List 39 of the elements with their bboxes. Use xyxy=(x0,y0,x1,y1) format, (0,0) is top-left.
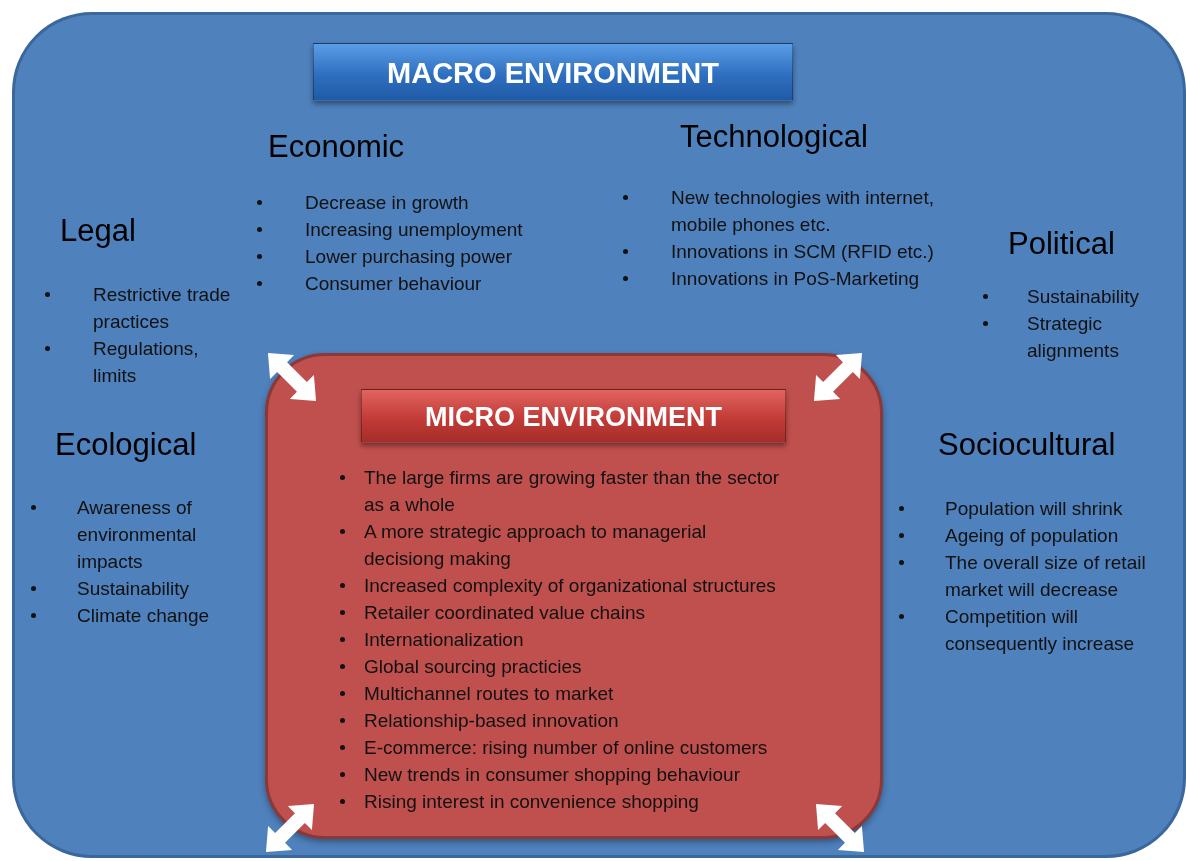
bullet-item: Population will shrink xyxy=(945,498,1123,519)
bullet-item: New trends in consumer shopping behaviour xyxy=(364,764,740,785)
bullet-item: Innovations in PoS-Marketing xyxy=(671,268,920,289)
bullet-item: Strategic alignments xyxy=(1027,313,1119,361)
bullet-item: New technologies with internet, mobile phones etc. xyxy=(671,187,934,235)
category-heading: Sociocultural xyxy=(938,427,1116,463)
bullet-item: The large firms are growing faster than the sector as a whole xyxy=(364,467,780,515)
category-heading: Ecological xyxy=(55,427,197,463)
bullet-item: Sustainability xyxy=(77,578,189,599)
section-banner: MICRO ENVIRONMENT xyxy=(361,389,786,443)
bullet-item: A more strategic approach to managerial decisiong making xyxy=(364,521,707,569)
bullet-item: E-commerce: rising number of online customers xyxy=(364,737,768,758)
bullet-item: Regulations, limits xyxy=(93,338,199,386)
section-banner: MACRO ENVIRONMENT xyxy=(313,43,793,101)
bullet-item: Increasing unemployment xyxy=(305,219,523,240)
bullet-item: Awareness of environmental impacts xyxy=(77,497,197,572)
bullet-item: Competition will consequently increase xyxy=(945,606,1135,654)
category-heading: Political xyxy=(1008,226,1115,262)
bullet-item: Consumer behaviour xyxy=(305,273,482,294)
bullet-item: Rising interest in convenience shopping xyxy=(364,791,699,812)
macro-environment-panel xyxy=(12,12,1186,858)
category-heading: Economic xyxy=(268,129,405,165)
category-heading: Technological xyxy=(680,119,868,155)
bullet-item: Ageing of population xyxy=(945,525,1119,546)
bullet-item: Retailer coordinated value chains xyxy=(364,602,645,623)
bullet-item: Lower purchasing power xyxy=(305,246,512,267)
bullet-item: Sustainability xyxy=(1027,286,1139,307)
bullet-item: The overall size of retail market will decrease xyxy=(945,552,1146,600)
bullet-item: Multichannel routes to market xyxy=(364,683,614,704)
bullet-item: Climate change xyxy=(77,605,210,626)
bullet-item: Increased complexity of organizational structures xyxy=(364,575,776,596)
bullet-item: Internationalization xyxy=(364,629,524,650)
bullet-item: Relationship-based innovation xyxy=(364,710,619,731)
bullet-item: Global sourcing practicies xyxy=(364,656,582,677)
micro-environment-panel xyxy=(265,353,883,839)
bullet-item: Restrictive trade practices xyxy=(93,284,231,332)
bullet-item: Decrease in growth xyxy=(305,192,469,213)
category-heading: Legal xyxy=(60,213,136,249)
bullet-item: Innovations in SCM (RFID etc.) xyxy=(671,241,934,262)
